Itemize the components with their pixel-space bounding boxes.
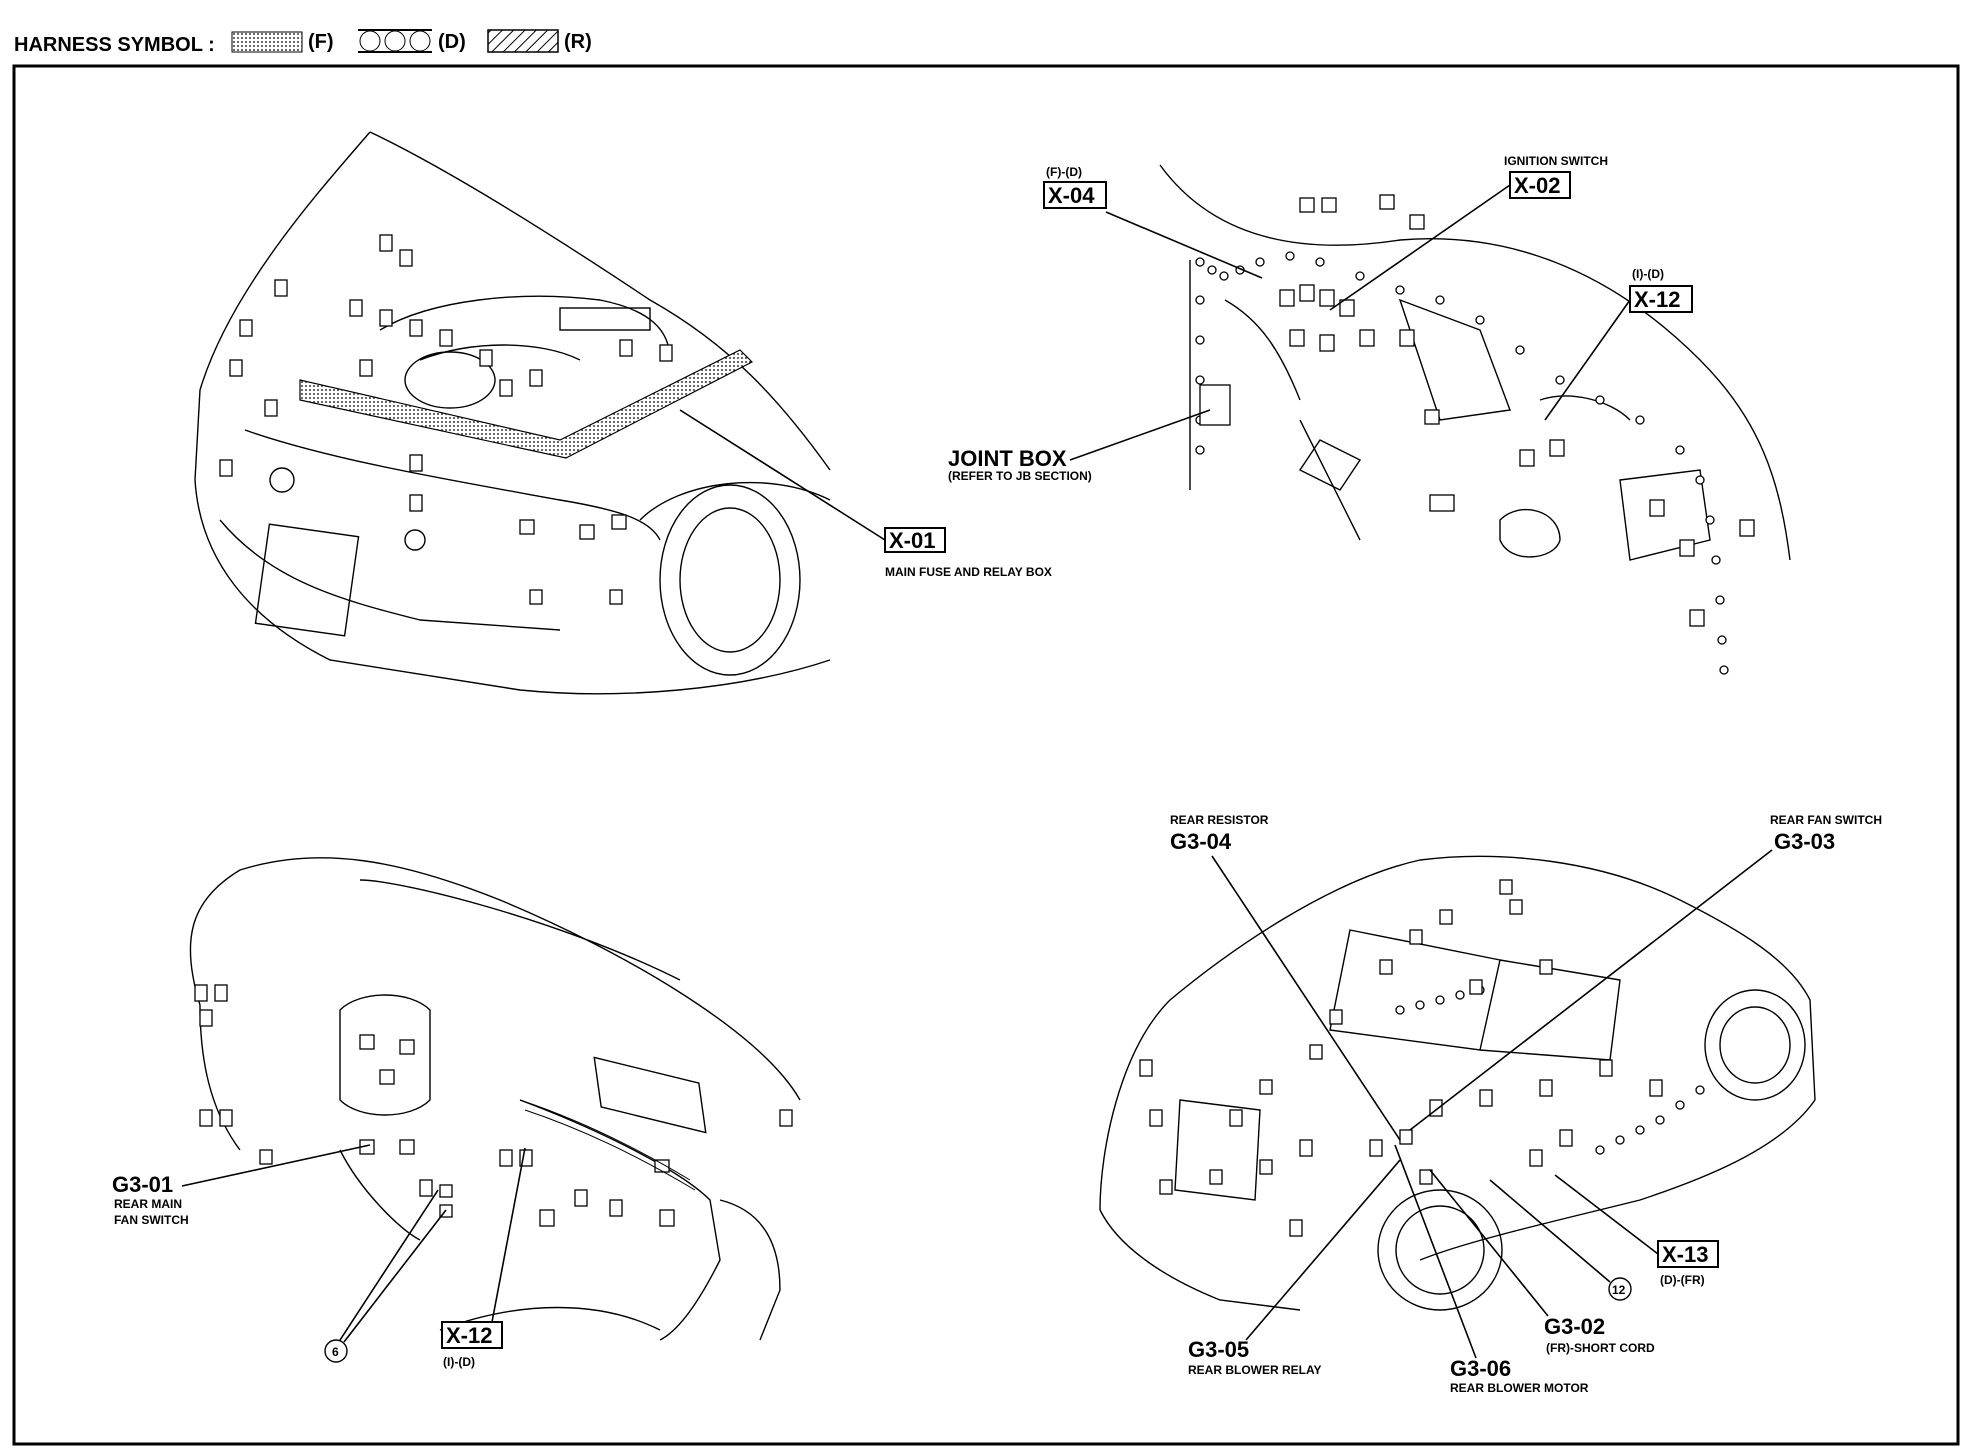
callout-joint-box: JOINT BOX (REFER TO JB SECTION) <box>948 409 1211 483</box>
joint-box-desc: (REFER TO JB SECTION) <box>948 469 1092 483</box>
x-02-code: X-02 <box>1514 173 1560 198</box>
g3-01-desc1: REAR MAIN <box>114 1197 182 1211</box>
x-12-top-spec: (I)-(D) <box>1632 267 1664 281</box>
g3-05-code: G3-05 <box>1188 1337 1249 1362</box>
x-13-code: X-13 <box>1662 1242 1708 1267</box>
x-02-title: IGNITION SWITCH <box>1504 154 1608 168</box>
ref-12-num: 12 <box>1612 1283 1626 1297</box>
vehicle-rear-view <box>1099 855 1816 1311</box>
instrument-panel-view <box>189 857 801 1341</box>
x-01-desc: MAIN FUSE AND RELAY BOX <box>885 565 1052 579</box>
callout-x-12-bottom: X-12 (I)-(D) <box>441 1147 526 1369</box>
g3-05-desc: REAR BLOWER RELAY <box>1188 1363 1322 1377</box>
x-01-code: X-01 <box>889 528 935 553</box>
x-12-top-code: X-12 <box>1634 287 1680 312</box>
callout-x-04: (F)-(D) X-04 <box>1043 165 1263 279</box>
g3-03-title: REAR FAN SWITCH <box>1770 813 1882 827</box>
x-12-bottom-code: X-12 <box>446 1323 492 1348</box>
g3-01-desc2: FAN SWITCH <box>114 1213 189 1227</box>
diagram-frame <box>12 64 1960 1446</box>
g3-03-code: G3-03 <box>1774 829 1835 854</box>
g3-01-code: G3-01 <box>112 1172 173 1197</box>
callout-g3-06: G3-06 REAR BLOWER MOTOR <box>1394 1144 1589 1395</box>
callout-g3-02: G3-02 (FR)-SHORT CORD <box>1429 1169 1655 1355</box>
x-13-spec: (D)-(FR) <box>1660 1273 1705 1287</box>
legend-swatch-hatched <box>487 29 559 53</box>
g3-02-code: G3-02 <box>1544 1314 1605 1339</box>
legend-code-f: (F) <box>308 31 334 53</box>
harness-legend: HARNESS SYMBOL : (F) (D) (R) <box>14 29 592 56</box>
g3-06-code: G3-06 <box>1450 1356 1511 1381</box>
callout-ref-12: 12 <box>1489 1179 1632 1301</box>
x-04-code: X-04 <box>1048 183 1095 208</box>
dashboard-interior-view <box>1159 164 1791 675</box>
g3-04-code: G3-04 <box>1170 829 1232 854</box>
ref-6-num: 6 <box>332 1345 339 1359</box>
legend-swatch-dotted <box>231 31 303 53</box>
x-04-spec: (F)-(D) <box>1046 165 1082 179</box>
engine-bay-view <box>194 131 831 695</box>
callout-x-02: IGNITION SWITCH X-02 <box>1329 154 1608 311</box>
g3-04-title: REAR RESISTOR <box>1170 813 1269 827</box>
callout-x-13: X-13 (D)-(FR) <box>1554 1174 1719 1287</box>
legend-swatch-circles <box>358 29 432 53</box>
g3-06-desc: REAR BLOWER MOTOR <box>1450 1381 1589 1395</box>
callout-ref-6: 6 <box>324 1189 447 1363</box>
legend-code-r: (R) <box>564 31 592 53</box>
callout-g3-04: REAR RESISTOR G3-04 <box>1170 813 1401 1141</box>
callout-g3-01: G3-01 REAR MAIN FAN SWITCH <box>112 1144 371 1227</box>
callout-x-01: X-01 MAIN FUSE AND RELAY BOX <box>679 409 1052 579</box>
joint-box-title: JOINT BOX <box>948 446 1067 471</box>
g3-02-desc: (FR)-SHORT CORD <box>1546 1341 1655 1355</box>
callout-g3-03: REAR FAN SWITCH G3-03 <box>1409 813 1882 1131</box>
legend-title: HARNESS SYMBOL : <box>14 34 215 56</box>
callout-g3-05: G3-05 REAR BLOWER RELAY <box>1188 1159 1401 1377</box>
x-12-bottom-spec: (I)-(D) <box>443 1355 475 1369</box>
legend-code-d: (D) <box>438 31 466 53</box>
callout-x-12-top: (I)-(D) X-12 <box>1544 267 1693 421</box>
